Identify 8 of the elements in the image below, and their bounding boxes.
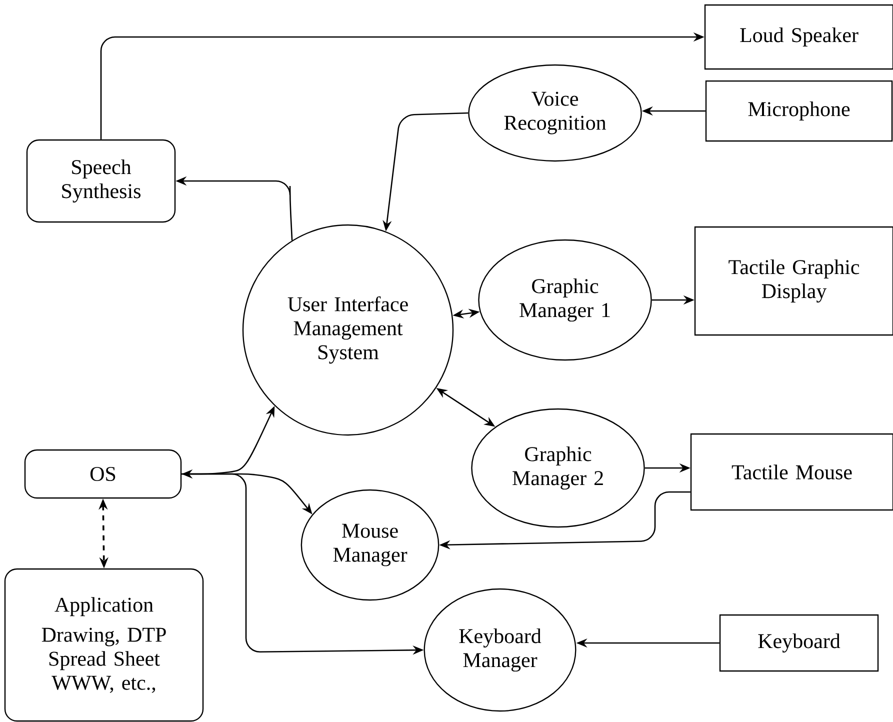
process-box: Keyboard <box>719 614 879 672</box>
rounded-box: Speech Synthesis <box>26 139 176 223</box>
process-box: Microphone <box>705 80 893 142</box>
process-box: Tactile Mouse <box>690 433 893 511</box>
process-box: Loud Speaker <box>704 4 893 70</box>
process-box: Tactile Graphic Display <box>694 226 893 336</box>
rounded-box: Application Drawing, DTP Spread Sheet WWW, etc., <box>4 568 204 722</box>
rounded-box: OS <box>24 449 182 499</box>
